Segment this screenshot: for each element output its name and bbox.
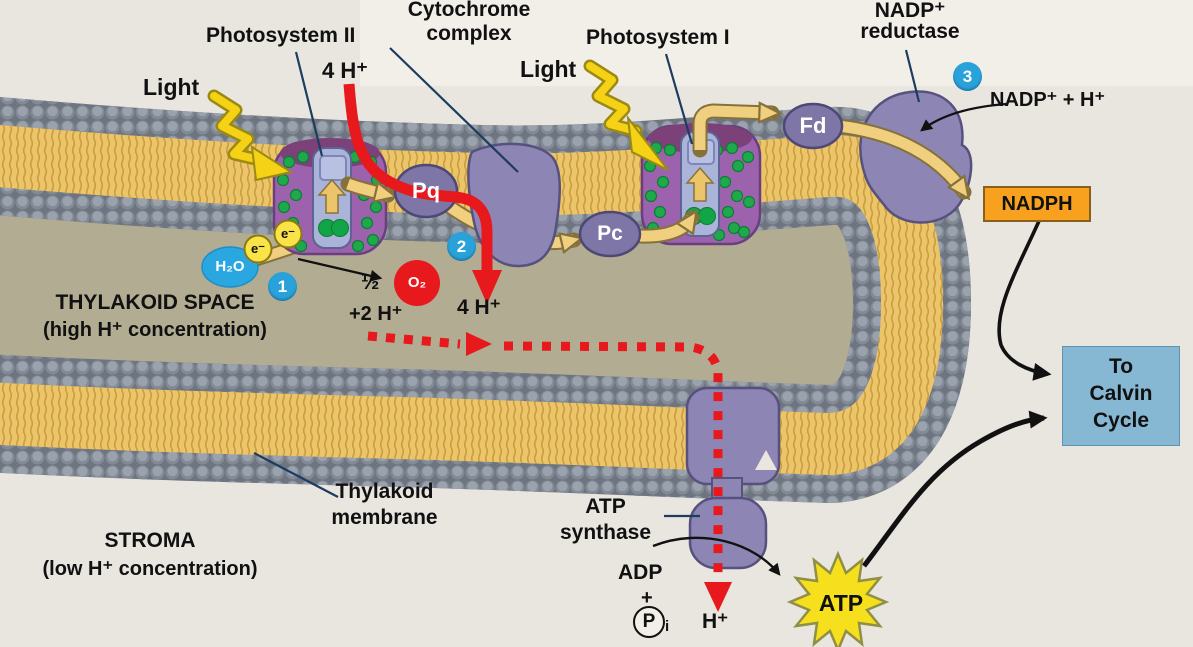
stroma-label-line2: (low H⁺ concentration) (42, 558, 258, 580)
proton-gradient-dotted-path (367, 331, 732, 612)
stroma-label-line1: STROMA (104, 529, 196, 552)
top-light-band (360, 0, 1193, 86)
calvin-line1: To (1108, 355, 1134, 378)
phosphate-subscript: i (665, 618, 670, 635)
step-3-badge: 3 (953, 62, 982, 91)
water-label: H₂O (215, 258, 245, 275)
nadp-reductase-label-line1: NADP⁺ (874, 0, 946, 22)
label-leader-lines (253, 47, 921, 518)
one-half-label: ½ (361, 269, 380, 294)
psi-to-fd-arrow (692, 111, 772, 158)
step-2-badge: 2 (447, 232, 476, 261)
plastoquinone-label: Pq (411, 178, 441, 203)
pc-to-psi-arrow (632, 218, 700, 244)
ferredoxin-label: Fd (799, 113, 827, 138)
cytochrome-complex-label-line1: Cytochrome (407, 0, 531, 21)
psii-internal-up-arrow (317, 178, 347, 214)
thylakoid-space-label-line2: (high H⁺ concentration) (43, 319, 267, 341)
four-h-plus-mid-label: 4 H⁺ (457, 296, 501, 319)
nadp-reductase-label-line2: reductase (860, 20, 960, 43)
thylakoid-membrane-label-line1: Thylakoid (335, 480, 434, 503)
atp-label: ATP (818, 590, 864, 616)
plastocyanin-oval (578, 210, 642, 258)
oxygen-label: O₂ (407, 274, 427, 291)
nadp-plus-h-label: NADP⁺ + H⁺ (990, 89, 1106, 111)
psi-internal-up-arrow (685, 166, 715, 202)
light-bolt-right (583, 59, 669, 171)
atp-synthase-shape (685, 386, 781, 570)
plus-two-h-label: +2 H⁺ (349, 303, 403, 325)
oxygen-molecule-circle (394, 260, 440, 306)
nadph-box: NADPH (983, 186, 1091, 222)
thylakoid-membrane-label-line2: membrane (331, 506, 438, 529)
atp-synthase-label-line1: ATP (585, 495, 626, 518)
to-calvin-cycle-box: To Calvin Cycle (1062, 346, 1180, 446)
h-plus-bottom-label: H⁺ (702, 610, 729, 633)
water-molecule (201, 246, 259, 288)
electron-1-label: e⁻ (250, 241, 266, 256)
light-bolt-left (207, 89, 294, 182)
step-1-badge: 1 (268, 272, 297, 301)
photosystem-i-complex (640, 123, 762, 246)
plus-sign-label: + (641, 587, 653, 609)
atp-synthase-label-line2: synthase (559, 521, 652, 544)
adp-label: ADP (618, 561, 663, 584)
phosphate-circle: P (633, 606, 665, 638)
electron-2-label: e⁻ (280, 226, 296, 241)
proton-inflow-red-arrow (343, 83, 502, 304)
thylakoid-space-label-line1: THYLAKOID SPACE (55, 291, 255, 314)
light-label-right: Light (520, 56, 577, 82)
fd-to-nadph-arrow (830, 118, 972, 192)
psii-to-pq-arrow (340, 176, 388, 195)
ferredoxin-oval (782, 102, 844, 150)
atp-starburst (786, 550, 890, 647)
photosystem-ii-label: Photosystem II (206, 24, 356, 47)
plastocyanin-label: Pc (597, 222, 623, 245)
calvin-line2: Calvin (1089, 382, 1153, 405)
electron-circles (243, 219, 303, 264)
photosystem-i-label: Photosystem I (586, 26, 730, 49)
cytochrome-complex-label-line2: complex (426, 22, 512, 45)
calvin-line3: Cycle (1092, 409, 1150, 432)
black-arrows (297, 102, 1052, 576)
light-label-left: Light (143, 74, 200, 100)
four-h-plus-top-label: 4 H⁺ (322, 58, 368, 83)
